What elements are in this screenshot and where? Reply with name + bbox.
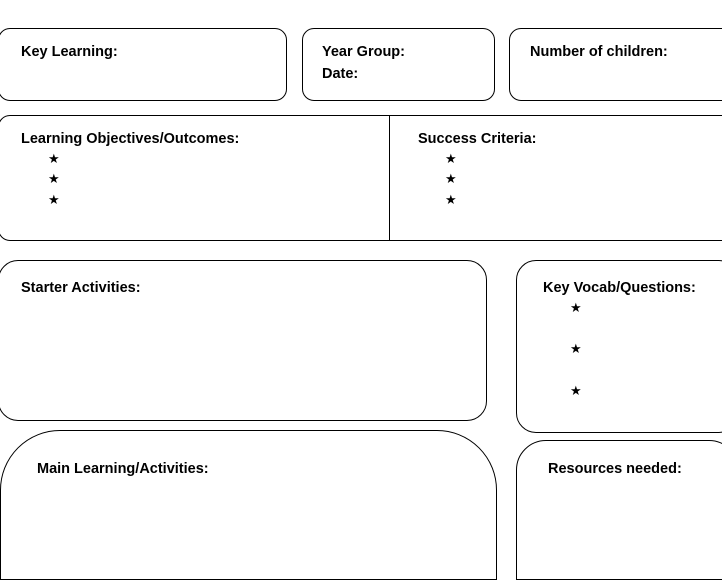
starter-activities-label: Starter Activities:: [21, 280, 141, 296]
key-vocab-box: [516, 260, 722, 433]
star-icon: ★: [48, 152, 60, 167]
star-icon: ★: [48, 193, 60, 208]
objectives-label: Learning Objectives/Outcomes:: [21, 131, 240, 147]
star-icon: ★: [570, 301, 582, 316]
success-criteria-label: Success Criteria:: [418, 131, 537, 147]
star-icon: ★: [445, 193, 457, 208]
starter-activities-box: [0, 260, 487, 421]
star-icon: ★: [48, 172, 60, 187]
star-icon: ★: [570, 342, 582, 357]
main-learning-box: [0, 430, 497, 580]
main-learning-label: Main Learning/Activities:: [37, 461, 209, 477]
number-of-children-label: Number of children:: [530, 44, 668, 60]
year-date-box: [302, 28, 495, 101]
resources-label: Resources needed:: [548, 461, 682, 477]
key-learning-box: [0, 28, 287, 101]
star-icon: ★: [445, 152, 457, 167]
star-icon: ★: [570, 384, 582, 399]
objectives-success-box: [0, 115, 722, 241]
year-group-label: Year Group:: [322, 44, 405, 60]
key-learning-label: Key Learning:: [21, 44, 118, 60]
star-icon: ★: [445, 172, 457, 187]
objectives-divider: [389, 115, 391, 241]
date-label: Date:: [322, 66, 359, 82]
number-of-children-box: [509, 28, 722, 101]
key-vocab-label: Key Vocab/Questions:: [543, 280, 696, 296]
